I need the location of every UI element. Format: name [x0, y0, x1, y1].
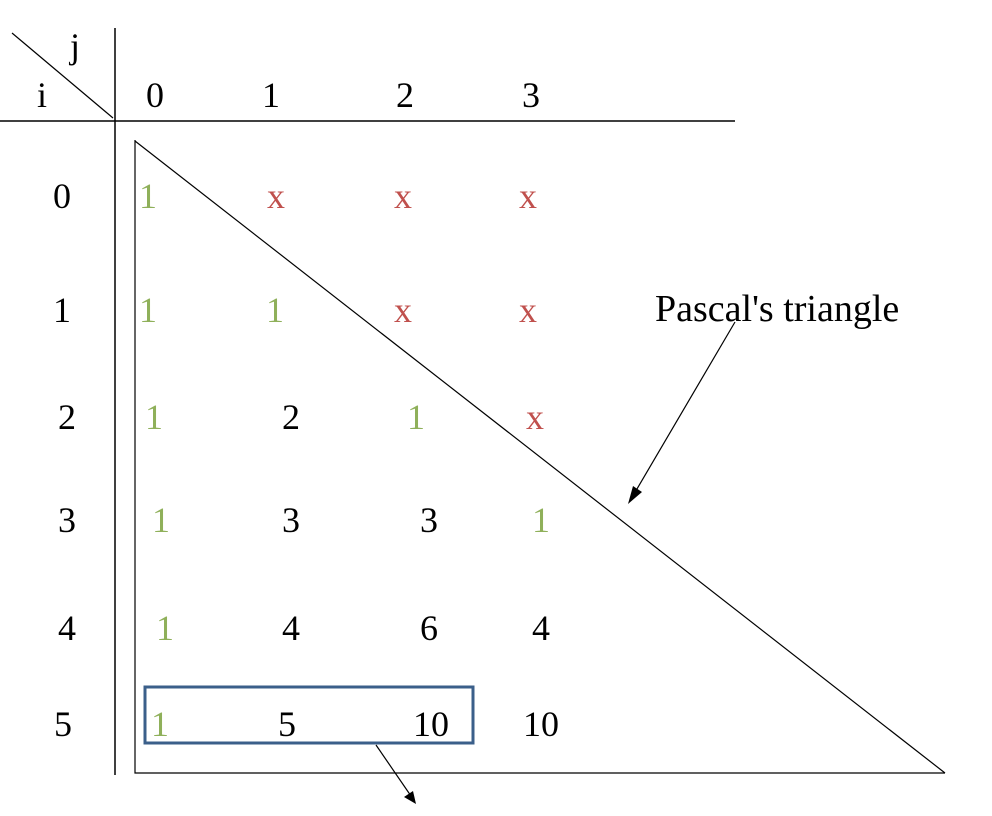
row-label-1: 1 — [53, 290, 71, 330]
cell-4-3: 4 — [532, 608, 550, 648]
column-header-1: 1 — [262, 75, 280, 115]
cell-0-2: x — [394, 176, 412, 216]
column-headers: 0 1 2 3 — [146, 75, 540, 115]
j-axis-label: j — [68, 26, 80, 66]
i-axis-label: i — [37, 75, 47, 115]
cell-0-1: x — [267, 176, 285, 216]
column-header-3: 3 — [522, 75, 540, 115]
cell-3-2: 3 — [420, 500, 438, 540]
cell-5-3: 10 — [523, 704, 559, 744]
column-header-0: 0 — [146, 75, 164, 115]
cell-0-3: x — [519, 176, 537, 216]
cell-5-1: 5 — [278, 704, 296, 744]
pascal-triangle-label: Pascal's triangle — [655, 288, 899, 330]
highlight-pointer-arrowhead — [404, 791, 416, 804]
cell-4-1: 4 — [282, 608, 300, 648]
row-labels: 0 1 2 3 4 5 — [53, 176, 76, 744]
triangle-outline — [134, 140, 945, 774]
pascal-pointer-arrowhead — [628, 486, 642, 504]
triangle-hypotenuse — [134, 140, 946, 774]
cell-1-3: x — [519, 290, 537, 330]
row-label-2: 2 — [58, 397, 76, 437]
cell-2-2: 1 — [407, 397, 425, 437]
highlight-box — [143, 685, 475, 745]
cell-5-0: 1 — [151, 704, 169, 744]
cell-2-0: 1 — [145, 397, 163, 437]
cell-1-1: 1 — [266, 290, 284, 330]
cell-3-0: 1 — [152, 500, 170, 540]
cell-3-3: 1 — [532, 500, 550, 540]
cell-2-3: x — [526, 397, 544, 437]
row-label-5: 5 — [54, 704, 72, 744]
cell-4-2: 6 — [420, 608, 438, 648]
corner-diagonal — [11, 32, 114, 119]
row-label-4: 4 — [58, 608, 76, 648]
cell-4-0: 1 — [156, 608, 174, 648]
cell-1-2: x — [394, 290, 412, 330]
row-label-3: 3 — [58, 500, 76, 540]
row-label-0: 0 — [53, 176, 71, 216]
cell-5-2: 10 — [413, 704, 449, 744]
cell-2-1: 2 — [282, 397, 300, 437]
cell-3-1: 3 — [282, 500, 300, 540]
table-cells: 1 x x x 1 1 x x 1 2 1 x 1 3 3 1 1 4 6 4 1 5 10 10 — [139, 176, 559, 744]
highlight-pointer-line — [375, 744, 412, 797]
column-header-2: 2 — [396, 75, 414, 115]
pascal-pointer-line — [633, 321, 736, 495]
cell-1-0: 1 — [139, 290, 157, 330]
cell-0-0: 1 — [139, 176, 157, 216]
